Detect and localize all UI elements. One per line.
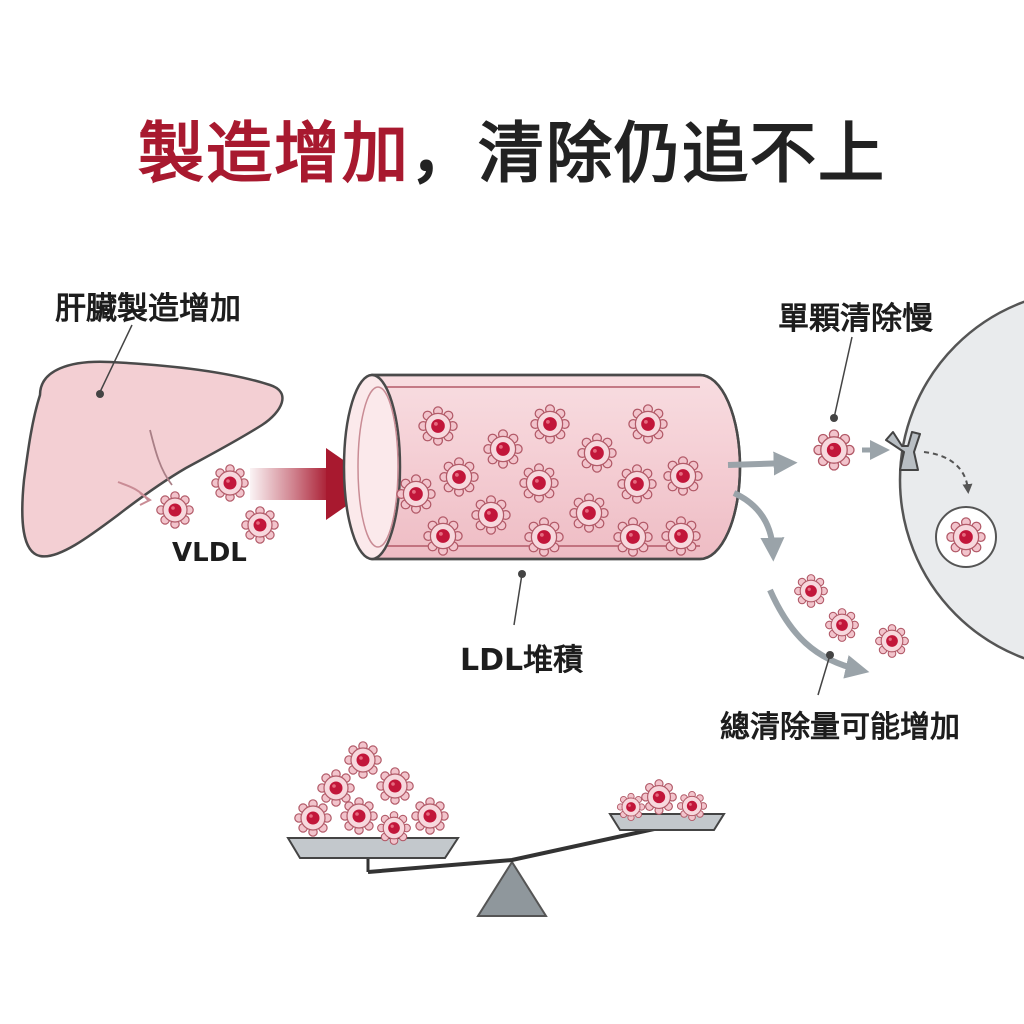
cleared-particle (794, 574, 828, 608)
ldl-particle (530, 404, 570, 444)
liver-label-leader (99, 324, 133, 393)
clearance-arrow-total (767, 588, 870, 679)
pile-particle (616, 792, 646, 822)
pile-particle (676, 790, 708, 822)
total-clearance-label: 總清除量可能增加 (720, 710, 960, 745)
internalized-particle (946, 517, 986, 557)
ldl-particle (613, 517, 653, 557)
liver-label-dot (96, 390, 104, 398)
title-rest: ，清除仍追不上 (410, 115, 886, 192)
ldl-particle (423, 516, 463, 556)
ldl-particle (519, 463, 559, 503)
liver-icon (21, 360, 284, 558)
ldl-particle (617, 464, 657, 504)
ldl-particle (663, 456, 703, 496)
ldl-particle (418, 406, 458, 446)
page-title: 製造增加，清除仍追不上 (0, 100, 1024, 196)
balance-scale-icon (286, 813, 726, 917)
vldl-label: VLDL (172, 538, 247, 568)
pile-particle (344, 741, 382, 779)
vldl-particle (241, 506, 279, 544)
pile-particle (641, 779, 677, 815)
ldl-label: LDL堆積 (460, 643, 584, 678)
ldl-particle (628, 404, 668, 444)
pile-particle (377, 811, 411, 845)
title-highlight: 製造增加 (138, 115, 410, 192)
cleared-particle (875, 624, 909, 658)
ldl-label-leader (513, 573, 523, 626)
pile-particle (294, 799, 332, 837)
pile-particle (376, 767, 414, 805)
cleared-particle (825, 608, 859, 642)
ldl-particle (396, 474, 436, 514)
receptor-icon (885, 431, 921, 471)
ldl-particle (471, 495, 511, 535)
liver-label: 肝臟製造增加 (55, 291, 241, 327)
total-label-dot (826, 651, 834, 659)
heavy-pan-particles (294, 741, 449, 845)
internalization-arrow (923, 451, 973, 494)
pile-particle (340, 797, 378, 835)
vldl-particle (156, 491, 194, 529)
single-clearance-label: 單顆清除慢 (778, 301, 933, 337)
clearance-arrow-single (727, 451, 798, 476)
ldl-label-dot (518, 570, 526, 578)
ldl-particle (439, 457, 479, 497)
vldl-particle (211, 464, 249, 502)
ldl-particle (569, 493, 609, 533)
ldl-particle (661, 516, 701, 556)
ldl-particle (483, 429, 523, 469)
pile-particle (317, 769, 355, 807)
single-label-leader (833, 336, 853, 419)
cell-icon (898, 300, 1024, 660)
pile-particle (411, 797, 449, 835)
total-label-leader (817, 654, 831, 696)
single-label-dot (830, 414, 838, 422)
ldl-particle (524, 517, 564, 557)
ldl-particle (577, 433, 617, 473)
clearance-arrow-down (732, 490, 785, 562)
single-particle (813, 429, 855, 471)
